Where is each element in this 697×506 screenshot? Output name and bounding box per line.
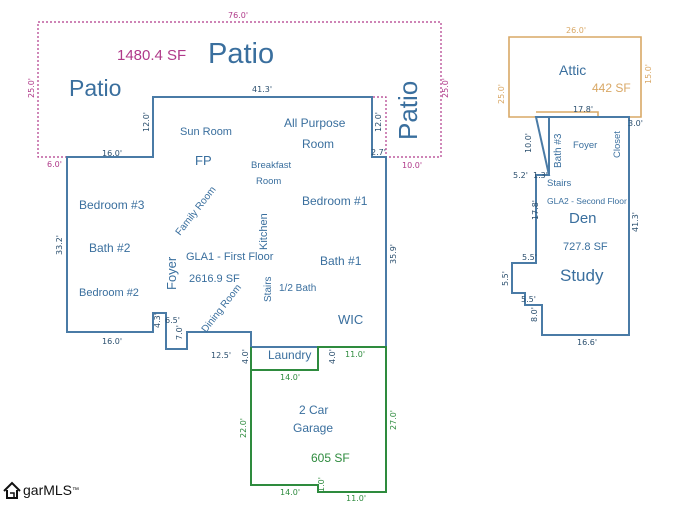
study-label: Study (560, 266, 604, 285)
ff-dim-laundry-110: 11.0' (345, 350, 365, 359)
bedroom1-label: Bedroom #1 (302, 194, 368, 208)
sf-dim-55a: 5.5' (522, 253, 537, 262)
garage-dim-bottom-l: 14.0' (280, 488, 300, 497)
sf-dim-30: 3.0' (628, 119, 643, 128)
attic-outline (508, 36, 642, 118)
patio-dim-bottom-right: 10.0' (402, 161, 422, 170)
bath2-label: Bath #2 (89, 241, 131, 255)
garage-label-1: 2 Car (299, 403, 328, 417)
garage-dim-bottom-1: 1.0' (317, 477, 326, 492)
breakfast-room-label: Room (256, 176, 281, 187)
patio-left-label: Patio (69, 75, 121, 101)
garage-dim-bottom-r: 11.0' (346, 494, 366, 503)
bath3-label: Bath #3 (553, 133, 564, 168)
patio-dim-mid-top: 41.3' (252, 85, 272, 94)
bedroom2-label: Bedroom #2 (79, 287, 139, 299)
sf-dim-52: 5.2' (513, 171, 528, 180)
ff-dim-notch-43: 4.3' (153, 313, 162, 328)
patio-dim-step-r12: 12.0' (374, 112, 383, 132)
garage-area: 605 SF (311, 451, 350, 465)
bedroom3-label: Bedroom #3 (79, 198, 145, 212)
ff-dim-laundry-40l: 4.0' (241, 349, 250, 364)
patio-right-label: Patio (393, 81, 423, 140)
ff-dim-laundry-40r: 4.0' (328, 349, 337, 364)
trademark-mark: ™ (72, 486, 80, 494)
first-floor-area: 2616.9 SF (189, 273, 240, 285)
patio-dim-step-l12: 12.0' (142, 112, 151, 132)
sf-dim-13: 1.3' (533, 171, 548, 180)
sf-dim-178: 17.8' (531, 200, 540, 220)
patio-dim-bottom-left: 16.0' (102, 149, 122, 158)
den-label: Den (569, 210, 597, 227)
all-purpose-room-label: Room (302, 137, 334, 151)
attic-dim-bottom: 17.8' (573, 105, 593, 114)
family-room-label: Family Room (174, 185, 219, 238)
ff-dim-left: 33.2' (55, 235, 64, 255)
mls-logo-text: garMLS (23, 482, 73, 498)
ff-dim-right: 35.9' (389, 244, 398, 264)
attic-label: Attic (559, 62, 586, 78)
sf-dim-413: 41.3' (631, 212, 640, 232)
sf-dim-100: 10.0' (524, 133, 533, 153)
stairs-label: Stairs (263, 276, 274, 302)
ff-dim-bottom-left: 16.0' (102, 337, 122, 346)
patio-title: Patio (208, 38, 274, 70)
garage-dim-left: 22.0' (239, 418, 248, 438)
ff-dim-notch-65: 6.5' (165, 316, 180, 325)
patio-dim-step-left: 6.0' (47, 160, 62, 169)
first-floor-title: GLA1 - First Floor (186, 251, 274, 263)
garage-dim-top: 14.0' (280, 373, 300, 382)
garage-label-2: Garage (293, 421, 333, 435)
wic-label: WIC (338, 312, 363, 327)
kitchen-label: Kitchen (258, 213, 270, 250)
laundry-label: Laundry (268, 348, 311, 362)
bath1-label: Bath #1 (320, 254, 362, 268)
attic-dim-top: 26.0' (566, 26, 586, 35)
first-floor-outline (66, 96, 387, 350)
dining-room-label: Dining Room (200, 283, 244, 335)
patio-dim-step-r27: 2.7' (371, 148, 386, 157)
attic-dim-right: 15.0' (644, 64, 653, 84)
patio-dim-left: 25.0' (27, 78, 36, 98)
attic-area: 442 SF (592, 81, 631, 95)
half-bath-label: 1/2 Bath (279, 283, 316, 294)
sf-dim-55c: 5.5' (521, 295, 536, 304)
patio-area: 1480.4 SF (117, 47, 186, 64)
sf-dim-80: 8.0' (530, 307, 539, 322)
garage-dim-right: 27.0' (389, 410, 398, 430)
foyer-label: Foyer (164, 256, 179, 290)
ff-dim-bottom-125: 12.5' (211, 351, 231, 360)
closet-label: Closet (612, 131, 623, 158)
patio-dim-top: 76.0' (228, 11, 248, 20)
attic-dim-left: 25.0' (497, 84, 506, 104)
fp-label: FP (195, 153, 212, 168)
all-purpose-label: All Purpose (284, 116, 346, 130)
sf-dim-bottom: 16.6' (577, 338, 597, 347)
patio-dim-right: 25.0' (441, 78, 450, 98)
house-icon (3, 481, 21, 499)
second-floor-title: GLA2 - Second Floor (547, 196, 627, 206)
sf-stairs-label: Stairs (547, 178, 572, 189)
breakfast-label: Breakfast (251, 160, 291, 171)
ff-dim-notch-70: 7.0' (175, 325, 184, 340)
sf-foyer-label: Foyer (573, 140, 597, 151)
second-floor-outline (511, 116, 630, 336)
sf-dim-55b: 5.5' (501, 271, 510, 286)
sun-room-label: Sun Room (180, 126, 232, 138)
second-floor-area: 727.8 SF (563, 241, 608, 253)
